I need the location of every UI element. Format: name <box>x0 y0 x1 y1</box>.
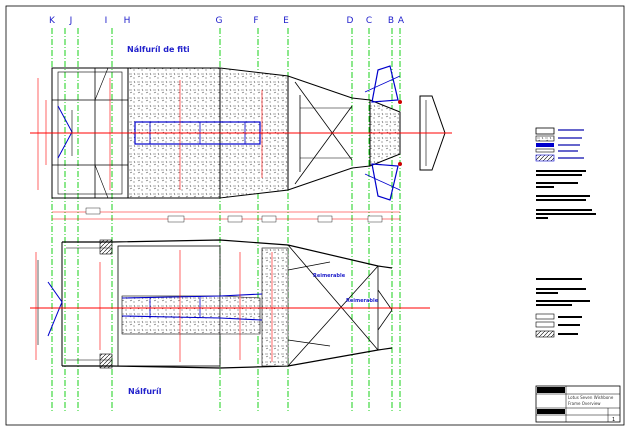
title-row-1: Lotus Seven Wishbone <box>568 395 614 400</box>
title-row-2: Frame Overview <box>568 401 601 406</box>
sheet-border <box>5 5 625 426</box>
front-hoop <box>419 95 446 171</box>
station-label-f: F <box>253 16 258 26</box>
side-floor-panel <box>121 295 221 335</box>
upper-wishbone-left <box>371 65 399 103</box>
top-dimensions <box>37 78 400 220</box>
rear-side-bracket <box>47 281 63 337</box>
side-dimensions <box>35 250 273 362</box>
rear-gusset-bottom <box>99 353 113 369</box>
side-view: Nálfuríl Reimerable Reimerable <box>30 239 430 396</box>
top-view: Nálfuríl de fiti <box>30 45 452 223</box>
side-view-label: Nálfuríl <box>128 387 162 396</box>
station-label-d: D <box>347 16 354 26</box>
side-tag-1: Reimerable <box>313 273 346 279</box>
station-label-a: A <box>398 16 405 26</box>
upper-wishbone-right <box>371 163 399 201</box>
sheet-number: 1 <box>612 417 615 423</box>
station-label-k: K <box>49 16 56 26</box>
rear-gusset-top <box>99 239 113 255</box>
station-label-j: J <box>69 16 73 26</box>
legend <box>535 127 596 338</box>
station-label-c: C <box>366 16 372 26</box>
station-label-e: E <box>283 16 289 26</box>
station-label-g: G <box>216 16 223 26</box>
top-view-label: Nálfuríl de fiti <box>127 45 190 54</box>
side-tag-2: Reimerable <box>346 298 379 304</box>
station-label-i: I <box>105 16 108 26</box>
station-label-h: H <box>124 16 131 26</box>
title-block: Lotus Seven Wishbone Frame Overview 1 <box>535 385 621 423</box>
station-label-b: B <box>388 16 394 26</box>
firewall-panel <box>261 247 289 367</box>
